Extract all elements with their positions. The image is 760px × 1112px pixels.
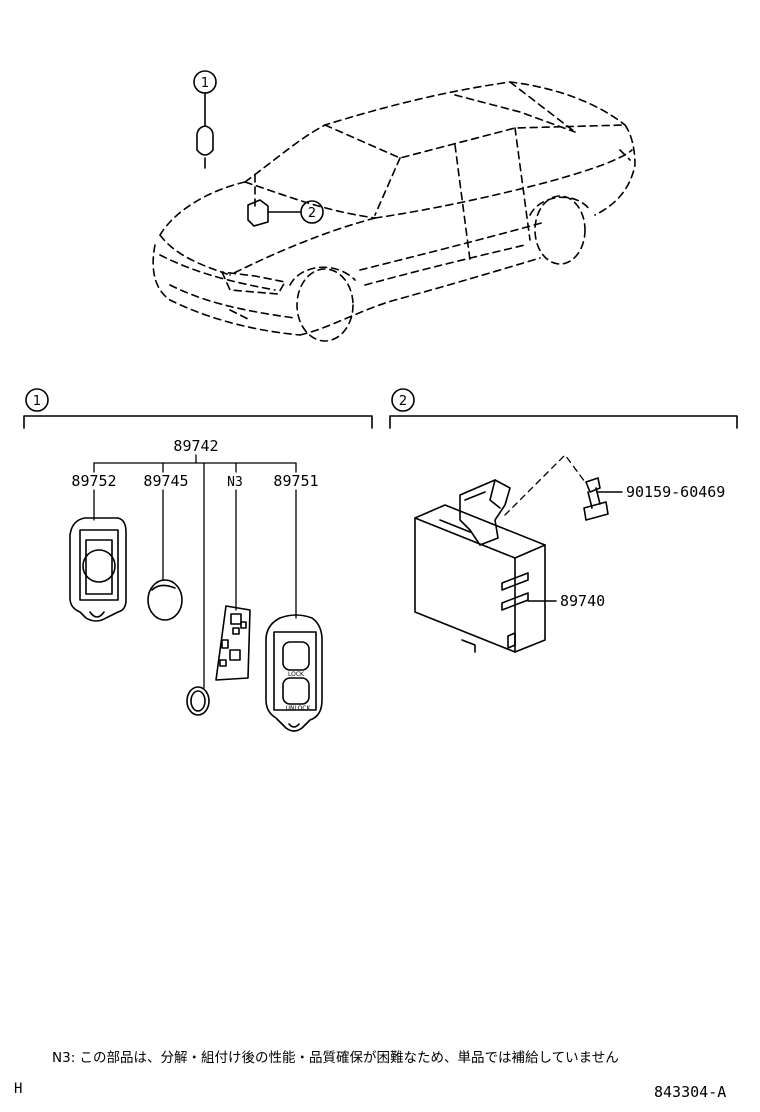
part-number-n3: N3 [227, 475, 243, 490]
part-number-89742: 89742 [173, 437, 218, 455]
section-2-frame [389, 388, 738, 429]
o-ring-icon [186, 686, 210, 716]
bolt-leader [504, 454, 586, 516]
callout-1-top: 1 [201, 76, 209, 91]
section-1-number: 1 [33, 394, 41, 409]
remote-cover [265, 614, 323, 732]
callout-2-car: 2 [308, 206, 316, 221]
bolt-icon [583, 477, 623, 521]
part-number-89751: 89751 [273, 472, 318, 490]
corner-letter: H [14, 1081, 23, 1097]
section-1-frame [23, 388, 373, 429]
battery-icon [147, 579, 183, 621]
remote-case [69, 517, 127, 622]
section-2-number: 2 [399, 394, 407, 409]
receiver-location-icon [247, 199, 324, 227]
footnote-n3: N3: この部品は、分解・組付け後の性能・品質確保が困難なため、単品では補給して… [52, 1050, 619, 1066]
circuit-board [215, 605, 251, 681]
receiver-unit [414, 479, 546, 653]
part-number-89745: 89745 [143, 472, 188, 490]
part-number-89740: 89740 [560, 592, 605, 610]
lock-label: LOCK [288, 671, 305, 678]
unlock-label: UNLOCK [286, 705, 312, 712]
remote-assembly-bracket [93, 454, 297, 689]
lock-button [282, 641, 310, 671]
bulb-icon [193, 70, 217, 169]
car-overview [152, 81, 636, 342]
part-number-90159-60469: 90159-60469 [626, 483, 725, 501]
unlock-button [282, 677, 310, 705]
diagram-code: 843304-A [654, 1083, 727, 1101]
part-number-89752: 89752 [71, 472, 116, 490]
